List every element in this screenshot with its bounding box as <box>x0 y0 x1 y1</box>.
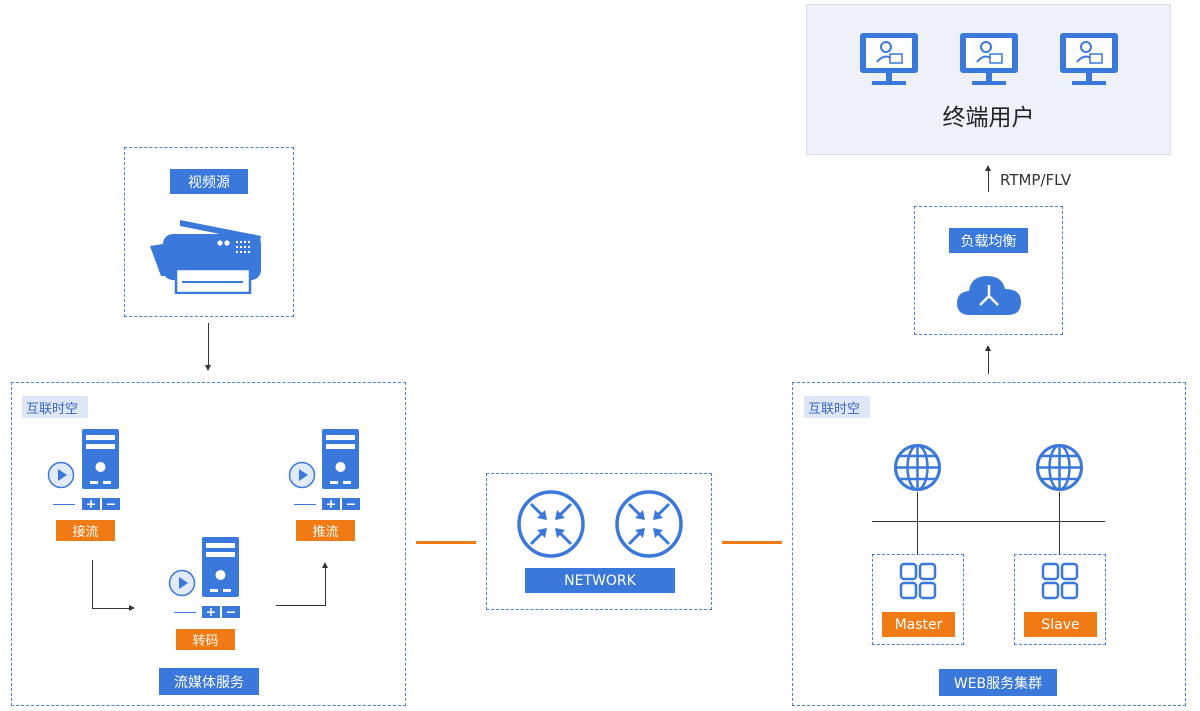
video-source-box <box>124 147 294 317</box>
flow-line <box>276 605 326 606</box>
node-label-transcode: 转码 <box>176 629 235 650</box>
slave-node-box <box>1014 554 1106 645</box>
play-icon <box>288 461 316 489</box>
cluster-tag: 互联时空 <box>22 396 88 418</box>
arrow-head <box>205 365 211 371</box>
master-label: Master <box>882 612 955 637</box>
flow-line <box>92 560 93 609</box>
flow-line <box>92 608 129 609</box>
server-icon <box>81 429 121 511</box>
web-cluster-title: WEB服务集群 <box>939 669 1057 696</box>
link-line <box>1059 492 1060 554</box>
connector-line <box>416 541 476 544</box>
arrow-head <box>985 165 991 171</box>
load-balancer-label: 负载均衡 <box>949 228 1028 253</box>
arrow-line <box>988 170 989 192</box>
server-base-line <box>174 612 196 613</box>
fax-machine-icon <box>149 216 263 294</box>
web-cluster-box <box>792 382 1186 706</box>
arrow-head <box>129 605 135 611</box>
slave-label: Slave <box>1024 612 1097 637</box>
load-balancer-box <box>914 206 1063 335</box>
arrow-head <box>985 345 991 351</box>
flow-line <box>325 568 326 606</box>
cluster-tag: 互联时空 <box>804 396 870 418</box>
server-icon <box>201 537 241 619</box>
server-base-line <box>294 504 316 505</box>
grid-icon <box>899 562 937 600</box>
cloud-icon <box>956 272 1022 316</box>
monitor-user-icon <box>959 32 1019 87</box>
bus-line <box>872 521 1105 522</box>
router-icon <box>516 489 586 559</box>
globe-icon <box>1035 443 1084 492</box>
monitor-user-icon <box>1059 32 1119 87</box>
grid-icon <box>1041 562 1079 600</box>
play-icon <box>168 569 196 597</box>
monitor-user-icon <box>859 32 919 87</box>
server-base-line <box>53 504 75 505</box>
link-line <box>917 492 918 554</box>
arrow-line <box>208 323 209 366</box>
connector-line <box>722 541 782 544</box>
node-label-ingest: 接流 <box>56 520 115 541</box>
node-label-push: 推流 <box>296 520 355 541</box>
video-source-label: 视频源 <box>170 169 248 194</box>
network-label: NETWORK <box>525 568 675 593</box>
globe-icon <box>893 443 942 492</box>
arrow-head <box>322 562 328 568</box>
streaming-cluster-box <box>11 382 406 706</box>
end-users-label: 终端用户 <box>942 105 1035 131</box>
arrow-line <box>988 350 989 374</box>
play-icon <box>47 461 75 489</box>
protocol-label: RTMP/FLV <box>1000 171 1072 189</box>
router-icon <box>614 489 684 559</box>
streaming-service-title: 流媒体服务 <box>159 668 259 695</box>
network-box <box>486 473 712 610</box>
master-node-box <box>872 554 964 645</box>
server-icon <box>321 429 361 511</box>
